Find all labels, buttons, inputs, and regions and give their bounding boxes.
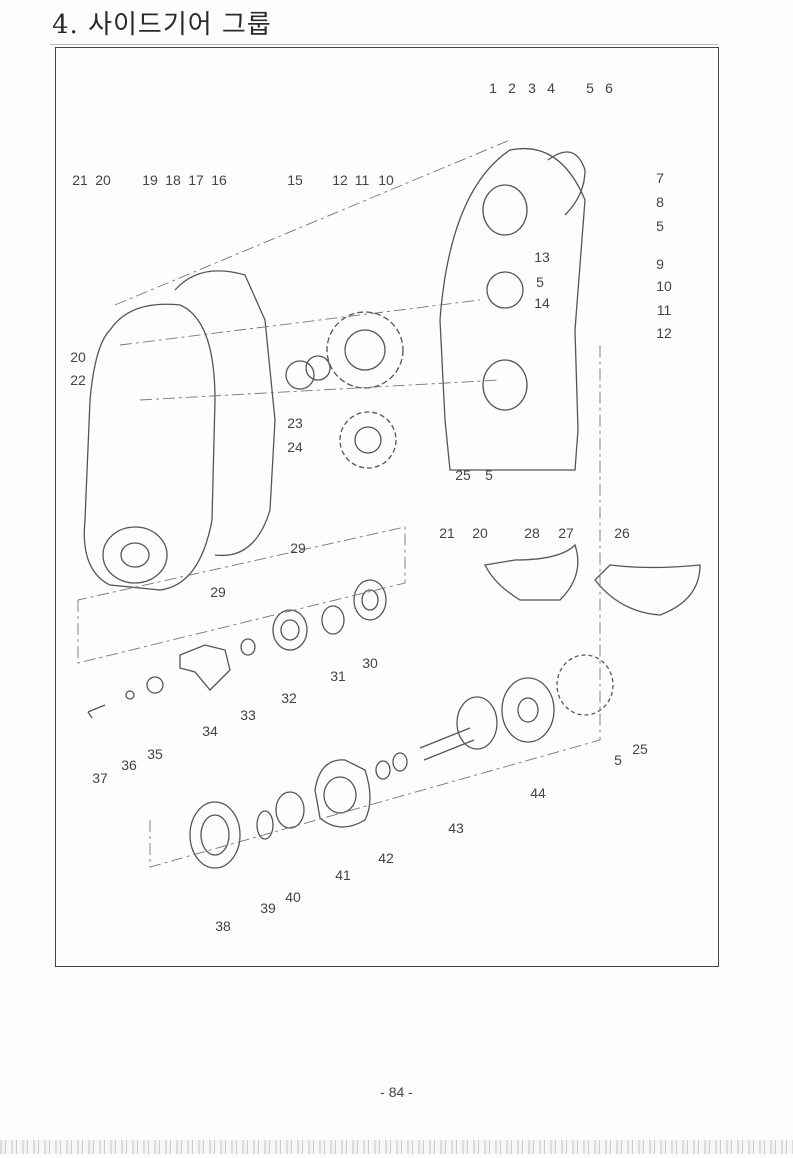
cover-gasket [174, 270, 276, 557]
callout: 26 [614, 525, 630, 541]
callout: 25 [455, 467, 471, 483]
gasket-4 [547, 151, 586, 216]
callout: 23 [287, 415, 303, 431]
shaft-43 [419, 727, 475, 761]
callout: 29 [290, 540, 306, 556]
callout: 1 [489, 80, 497, 96]
callout: 11 [355, 172, 370, 188]
callout: 8 [656, 194, 664, 210]
callout: 9 [656, 256, 664, 272]
rings-42 [375, 760, 391, 780]
callout: 24 [287, 439, 303, 455]
callout: 36 [121, 757, 137, 773]
callout: 19 [142, 172, 158, 188]
hub-34 [179, 644, 231, 691]
callout: 14 [534, 295, 550, 311]
callout: 35 [147, 746, 163, 762]
gear-23 [326, 311, 404, 389]
callout: 33 [240, 707, 256, 723]
cover-bearing-housing [102, 526, 168, 584]
page-title: 4. 사이드기어 그룹 [52, 10, 272, 40]
callout: 5 [614, 752, 622, 768]
callout: 20 [95, 172, 111, 188]
callout: 5 [485, 467, 493, 483]
callout: 13 [534, 249, 550, 265]
callout: 10 [378, 172, 394, 188]
callout: 20 [472, 525, 488, 541]
bolt-37 [87, 704, 106, 719]
callout: 34 [202, 723, 218, 739]
callout: 25 [632, 741, 648, 757]
side-cover [83, 303, 216, 591]
callout: 5 [536, 274, 544, 290]
callout: 3 [528, 80, 536, 96]
callout: 37 [92, 770, 108, 786]
washer-33 [240, 638, 256, 656]
callout: 39 [260, 900, 276, 916]
callout: 31 [330, 668, 346, 684]
callout: 16 [211, 172, 227, 188]
housing-41 [314, 759, 371, 828]
callout: 17 [188, 172, 204, 188]
callout: 12 [332, 172, 348, 188]
callout: 30 [362, 655, 378, 671]
callout-labels: 1 2 3 4 5 6 21 20 19 18 17 16 15 12 11 1… [70, 80, 672, 934]
callout: 40 [285, 889, 301, 905]
gear-case-plate [439, 148, 586, 471]
callout: 32 [281, 690, 297, 706]
callout: 44 [530, 785, 546, 801]
callout: 15 [287, 172, 303, 188]
callout: 4 [547, 80, 555, 96]
callout: 27 [558, 525, 574, 541]
callout: 2 [508, 80, 516, 96]
callout: 38 [215, 918, 231, 934]
callout: 22 [70, 372, 86, 388]
seal-32 [272, 609, 308, 651]
washer-35 [146, 676, 164, 694]
callout: 41 [335, 867, 351, 883]
diagram-frame [55, 47, 719, 967]
disc-44 [501, 677, 555, 743]
callout: 42 [378, 850, 394, 866]
callout: 11 [657, 302, 672, 318]
cover-27 [484, 543, 579, 601]
title-underline [50, 44, 718, 45]
bearing-40 [275, 791, 305, 829]
callout: 5 [586, 80, 594, 96]
callout: 6 [605, 80, 613, 96]
bearing-15 [285, 360, 315, 390]
callout: 21 [439, 525, 455, 541]
snap-ring-31 [321, 605, 345, 635]
shaft-flange-43 [456, 696, 498, 750]
callout: 10 [656, 278, 672, 294]
callout: 21 [72, 172, 88, 188]
scan-artifact-strip [0, 1140, 793, 1154]
callout: 43 [448, 820, 464, 836]
callout: 29 [210, 584, 226, 600]
callout: 12 [656, 325, 672, 341]
flange-dashed [556, 654, 614, 716]
callout: 5 [656, 218, 664, 234]
callout: 20 [70, 349, 86, 365]
callout: 28 [524, 525, 540, 541]
bearing-30 [353, 579, 387, 621]
snap-ring-39 [256, 810, 274, 840]
gear-24 [339, 411, 397, 469]
cover-26 [594, 564, 701, 616]
gasket-38 [189, 801, 241, 869]
callout: 7 [656, 170, 664, 186]
page-number: - 84 - [380, 1084, 413, 1100]
callout: 18 [165, 172, 181, 188]
